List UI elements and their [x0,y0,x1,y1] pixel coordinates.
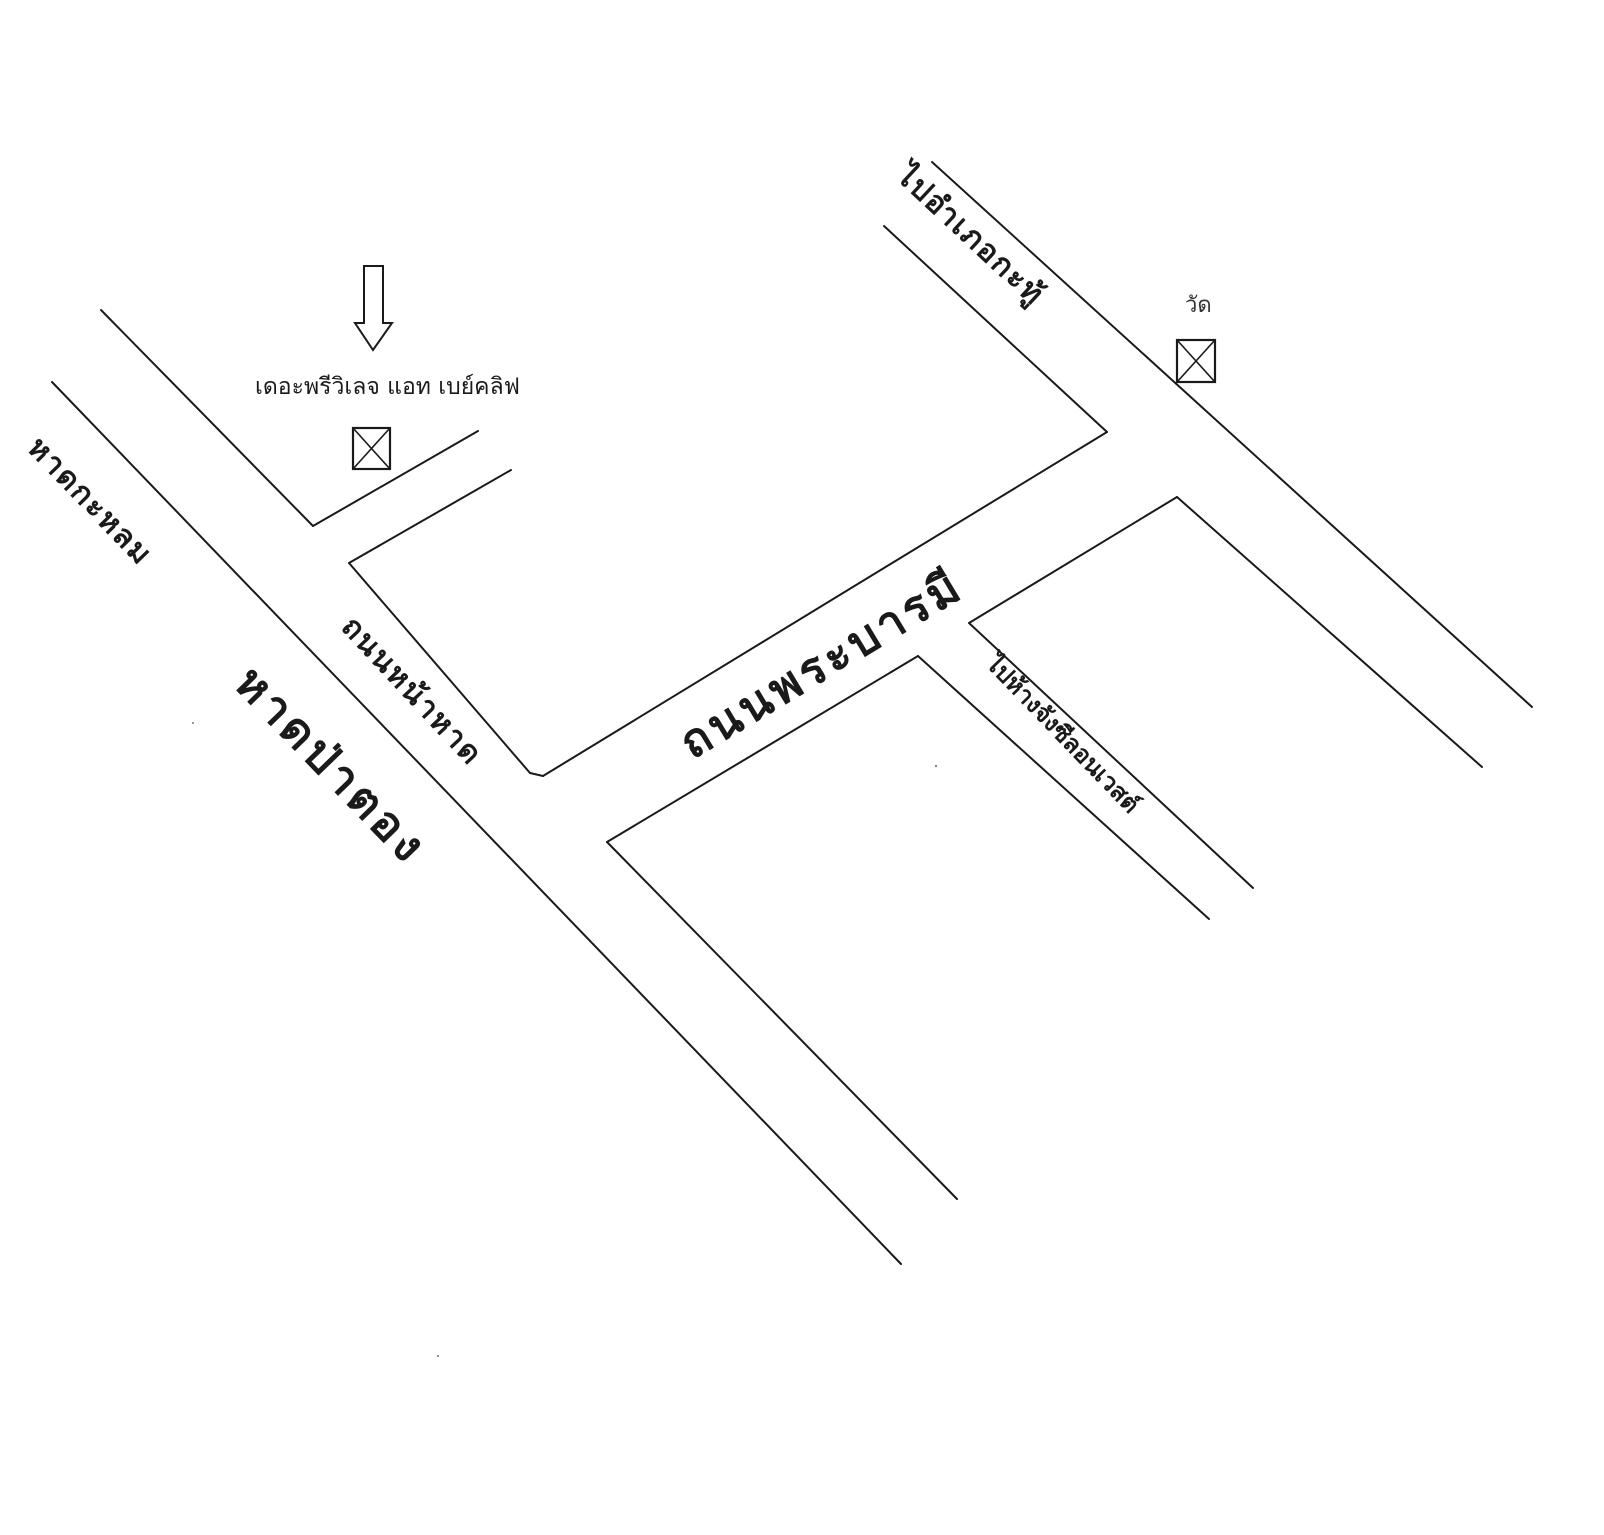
phrabarami-edge-south-east [968,496,1178,624]
hotel-street-diagonal [100,309,314,527]
phrabarami-edge-south [606,655,919,843]
speck [437,1355,439,1357]
road-label-to-kathu: ไปอำเภอกะทู้ [887,155,1053,313]
block-east-diagonal [1176,496,1483,768]
road-label-beach-road: ถนนหน้าหาด [334,610,489,773]
hotel-street-north-edge [312,430,479,527]
temple-marker-icon [1175,338,1217,384]
beach-road-edge-east-south [606,841,958,1200]
temple-label: วัด [1185,293,1212,318]
jungceylon-road-edge-west [917,655,1210,920]
jungceylon-road [917,496,1483,920]
jungceylon-road-edge-east [968,622,1254,889]
hotel-street-south-edge [348,469,512,564]
speck [192,722,194,724]
hotel-arrow-icon [353,265,394,352]
road-label-karon: หาดกะหลม [20,430,159,573]
phrabarami-corner-west [529,772,544,777]
phrabarami-edge-north [542,431,1108,777]
beach-road-edge-west [51,381,902,1265]
beach-road [51,381,958,1265]
speck [935,765,937,767]
kathu-road [883,161,1533,708]
kathu-road-edge-east [931,161,1533,708]
phrabarami-road [529,431,1178,843]
beach-road-edge-east [348,562,531,774]
hotel-marker-icon [351,426,392,471]
hotel-label: เดอะพรีวิเลจ แอท เบย์คลิฟ [255,373,520,400]
hotel-side-street [100,309,512,564]
kathu-road-edge-west [883,225,1108,433]
